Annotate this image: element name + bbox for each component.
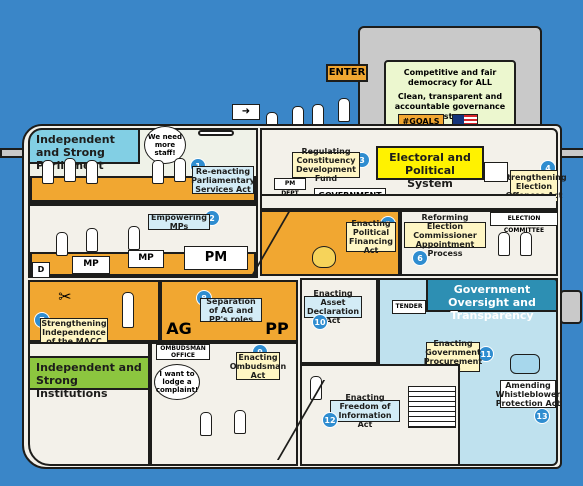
tender-sign: TENDER xyxy=(392,300,426,314)
enter-sign[interactable]: ENTER xyxy=(326,64,368,82)
item-5-callout[interactable]: Enacting Political Financing Act xyxy=(346,219,396,255)
institutions-tag: Independent and Strong Institutions xyxy=(28,356,150,400)
ballot-box-icon xyxy=(484,162,508,182)
staff-figure-5 xyxy=(174,158,186,182)
complainant-figure xyxy=(200,412,212,436)
goal-line-1: Competitive and fair democracy for ALL xyxy=(403,68,497,87)
right-pipe xyxy=(560,148,583,158)
ombudsman-office-sign: OMBUDSMAN OFFICE xyxy=(156,344,210,360)
commissioner-figure-2 xyxy=(520,232,532,256)
electoral-floor xyxy=(262,194,556,208)
item-12-badge: 12 xyxy=(322,412,338,428)
item-12-callout[interactable]: Enacting Freedom of Information Act xyxy=(330,393,400,429)
commissioner-figure-1 xyxy=(498,232,510,256)
fan-icon xyxy=(198,130,234,136)
election-committee-sign: ELECTION COMMITTEE xyxy=(490,212,558,234)
citizen-figure-4 xyxy=(338,98,350,122)
goal-line-2: Clean, transparent and accountable gover… xyxy=(394,92,506,121)
mp-figure-3 xyxy=(56,232,68,256)
pp-label: PP xyxy=(265,319,289,338)
mp-desk-1: MP xyxy=(72,256,110,274)
arrow-sign-icon: ➜ xyxy=(232,104,260,120)
staff-figure-4 xyxy=(152,160,164,184)
item-9-callout[interactable]: Enacting Ombudsman Act xyxy=(229,352,287,380)
electoral-tag: Electoral and Political System xyxy=(376,146,484,190)
mannequin-figure xyxy=(122,292,134,328)
scissors-icon: ✂ xyxy=(58,287,72,306)
paper-pile-icon xyxy=(408,386,456,428)
item-1-callout[interactable]: Re-enacting Parliamentary Services Act xyxy=(191,166,255,194)
reader-figure xyxy=(310,376,322,400)
parliament-tag: Independent and Strong Parliament xyxy=(28,128,140,172)
ombudsman-figure xyxy=(234,410,246,434)
ag-label: AG xyxy=(166,319,192,338)
staff-figure-3 xyxy=(86,160,98,184)
phone-icon xyxy=(510,354,540,374)
item-6-callout[interactable]: Reforming Election Commissioner Appointm… xyxy=(404,213,486,258)
speech-need-staff: We need more staff! xyxy=(144,126,186,164)
pm-desk: PM xyxy=(184,246,248,270)
speech-complaint: I want to lodge a complaint! xyxy=(154,364,200,400)
item-6-badge: 6 xyxy=(412,250,428,266)
item-8-callout[interactable]: Separation of AG and PP's roles xyxy=(200,297,262,324)
item-13-callout[interactable]: Amending Whistleblower Protection Act xyxy=(495,380,561,408)
item-2-callout[interactable]: Empowering MPs xyxy=(148,213,210,231)
staff-figure-1 xyxy=(42,160,54,184)
money-bag-icon xyxy=(312,246,336,268)
d-desk-label: D xyxy=(32,262,50,278)
item-3-callout[interactable]: Regulating Constituency Development Fund xyxy=(292,147,360,183)
mp-figure-2 xyxy=(128,226,140,250)
item-13-badge: 13 xyxy=(534,408,550,424)
pm-dept-sign: PM DEPT xyxy=(274,178,306,197)
right-side-pipe xyxy=(560,290,582,324)
mp-figure-1 xyxy=(86,228,98,252)
mp-desk-2: MP xyxy=(128,250,164,268)
item-10-badge: 10 xyxy=(312,314,328,330)
item-10-callout[interactable]: Enacting Asset Declaration Act xyxy=(304,289,362,325)
oversight-tag: Government Oversight and Transparency xyxy=(426,278,558,322)
staff-figure-2 xyxy=(64,158,76,182)
asset-declaration-room xyxy=(300,278,378,364)
